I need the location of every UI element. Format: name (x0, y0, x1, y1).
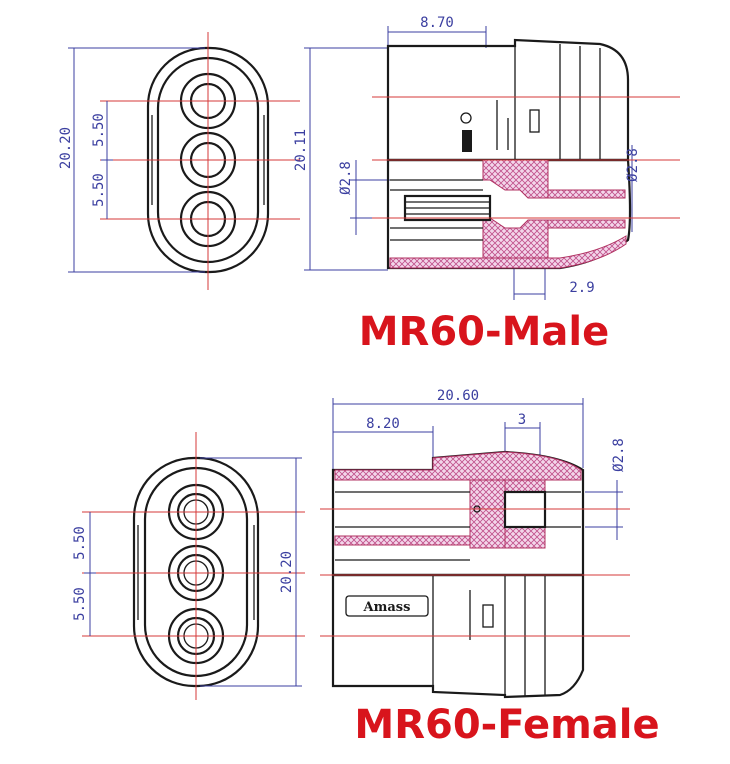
female-side-section-shell (334, 451, 582, 481)
male-front-view (68, 32, 300, 290)
male-side-view (304, 26, 680, 300)
female-title: MR60-Female (354, 702, 659, 748)
female-dim-socket: 3 (518, 412, 526, 428)
male-dim-pin-dia-right: Ø2.8 (625, 148, 641, 182)
male-side-section-shell (389, 235, 627, 269)
male-dim-tail: 2.9 (569, 280, 594, 296)
female-dim-height-front: 20.20 (279, 551, 295, 593)
male-dim-pitch-top: 5.50 (91, 113, 107, 147)
male-side-brand-dot-icon (460, 112, 472, 124)
female-side-latch-slot (482, 604, 494, 628)
male-side-section-upper (482, 159, 549, 199)
female-dim-pitch-bottom: 5.50 (72, 587, 88, 621)
male-side-housing-upper (386, 38, 630, 162)
male-dim-height-side: 20.11 (293, 129, 309, 171)
female-front-view (82, 432, 305, 700)
male-title: MR60-Male (359, 309, 610, 355)
female-dim-front-length: 8.20 (366, 416, 400, 432)
male-dim-pin-dia-left: Ø2.8 (338, 161, 354, 195)
female-side-brand-logo: Amass (345, 595, 429, 617)
male-side-latch-slot (529, 109, 540, 133)
male-dim-pitch-bottom: 5.50 (91, 173, 107, 207)
male-dim-height-front: 20.20 (58, 127, 74, 169)
female-dim-overall-length: 20.60 (437, 388, 479, 404)
svg-text:Amass: Amass (363, 600, 411, 615)
male-dim-length-top: 8.70 (420, 15, 454, 31)
female-side-section-insert (469, 479, 506, 549)
female-dim-socket-dia: Ø2.8 (611, 438, 627, 472)
female-dim-pitch-top: 5.50 (72, 526, 88, 560)
male-side-marking (462, 130, 472, 152)
female-side-view: Amass (320, 398, 630, 699)
